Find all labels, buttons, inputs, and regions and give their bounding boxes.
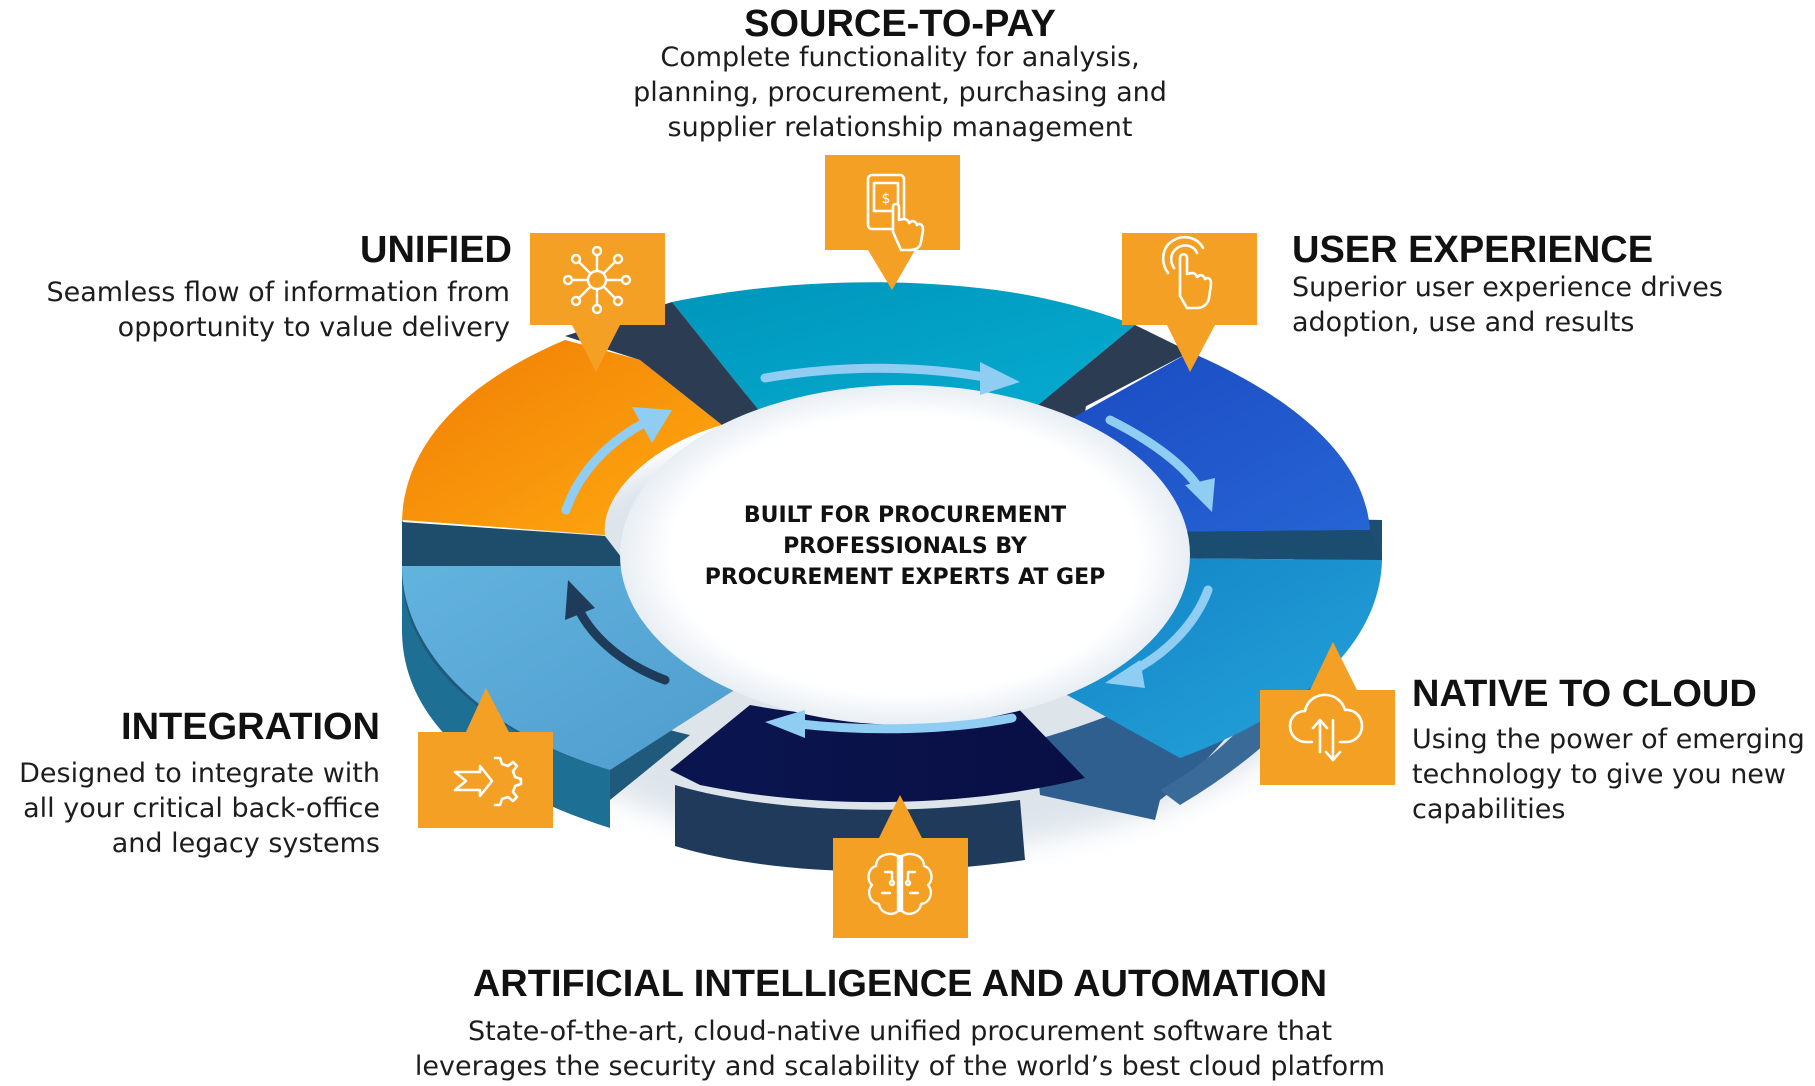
source-to-pay-desc-line1: Complete functionality for analysis, [660,42,1140,73]
native-to-cloud-desc-line2: technology to give you new [1412,759,1787,790]
segment-source-to-pay [672,282,1135,412]
badge-unified [530,233,665,372]
unified-title: UNIFIED [360,229,512,271]
source-to-pay-description: Complete functionality for analysis, pla… [570,40,1230,145]
integration-description: Designed to integrate with all your crit… [10,756,380,861]
badge-integration [418,688,553,828]
native-to-cloud-title: NATIVE TO CLOUD [1412,673,1757,715]
arrow-cloud-to-ai [1105,585,1213,688]
ai-automation-desc-line2: leverages the security and scalability o… [414,1051,1386,1082]
user-experience-desc-line2: adoption, use and results [1292,307,1635,338]
arrow-source-to-ux [760,362,1020,395]
segment-unified [402,340,722,535]
source-to-pay-desc-line3: supplier relationship management [667,112,1133,143]
badge-ai-automation [833,795,968,938]
source-to-pay-title: SOURCE-TO-PAY [744,3,1056,45]
unified-desc-line2: opportunity to value delivery [117,312,510,343]
integration-desc-line3: and legacy systems [111,828,380,859]
badge-user-experience [1122,233,1257,372]
user-experience-title: USER EXPERIENCE [1292,229,1654,271]
integration-title: INTEGRATION [121,706,380,748]
cloud-upload-download-icon [1288,693,1364,762]
ai-automation-title: ARTIFICIAL INTELLIGENCE AND AUTOMATION [472,963,1328,1005]
source-to-pay-desc-line2: planning, procurement, purchasing and [633,77,1167,108]
center-hole [620,385,1190,725]
ai-automation-description: State-of-the-art, cloud-native unified p… [355,1014,1445,1084]
native-to-cloud-desc-line3: capabilities [1412,794,1566,825]
unified-desc-line1: Seamless flow of information from [46,277,510,308]
arrow-unified-to-source [561,407,672,515]
arrow-ai-to-integration [765,710,1017,738]
arrow-integration-to-unified [565,580,670,685]
integration-desc-line1: Designed to integrate with [19,758,380,789]
native-to-cloud-desc-line1: Using the power of emerging [1412,724,1805,755]
touch-hand-icon [1161,235,1213,310]
integration-desc-line2: all your critical back-office [23,793,380,824]
center-label: BUILT FOR PROCUREMENT PROFESSIONALS BY P… [665,500,1145,593]
native-to-cloud-description: Using the power of emerging technology t… [1412,722,1807,827]
flow-arrows [561,362,1215,738]
center-label-line2: PROFESSIONALS BY [783,534,1027,559]
user-experience-description: Superior user experience drives adoption… [1292,270,1792,340]
badge-native-to-cloud [1260,642,1395,785]
ai-automation-desc-line1: State-of-the-art, cloud-native unified p… [467,1016,1333,1047]
gear-arrow-icon [453,756,523,807]
network-hub-icon [562,245,632,315]
user-experience-desc-line1: Superior user experience drives [1292,272,1723,303]
brain-circuit-icon [867,852,933,915]
svg-text:$: $ [882,191,891,207]
center-label-line3: PROCUREMENT EXPERTS AT GEP [704,565,1106,590]
arrow-ux-to-cloud [1105,415,1215,512]
center-label-line1: BUILT FOR PROCUREMENT [743,503,1067,528]
unified-description: Seamless flow of information from opport… [20,275,510,345]
badge-source-to-pay: $ [825,155,960,290]
tablet-tap-dollar-icon: $ [866,173,925,252]
